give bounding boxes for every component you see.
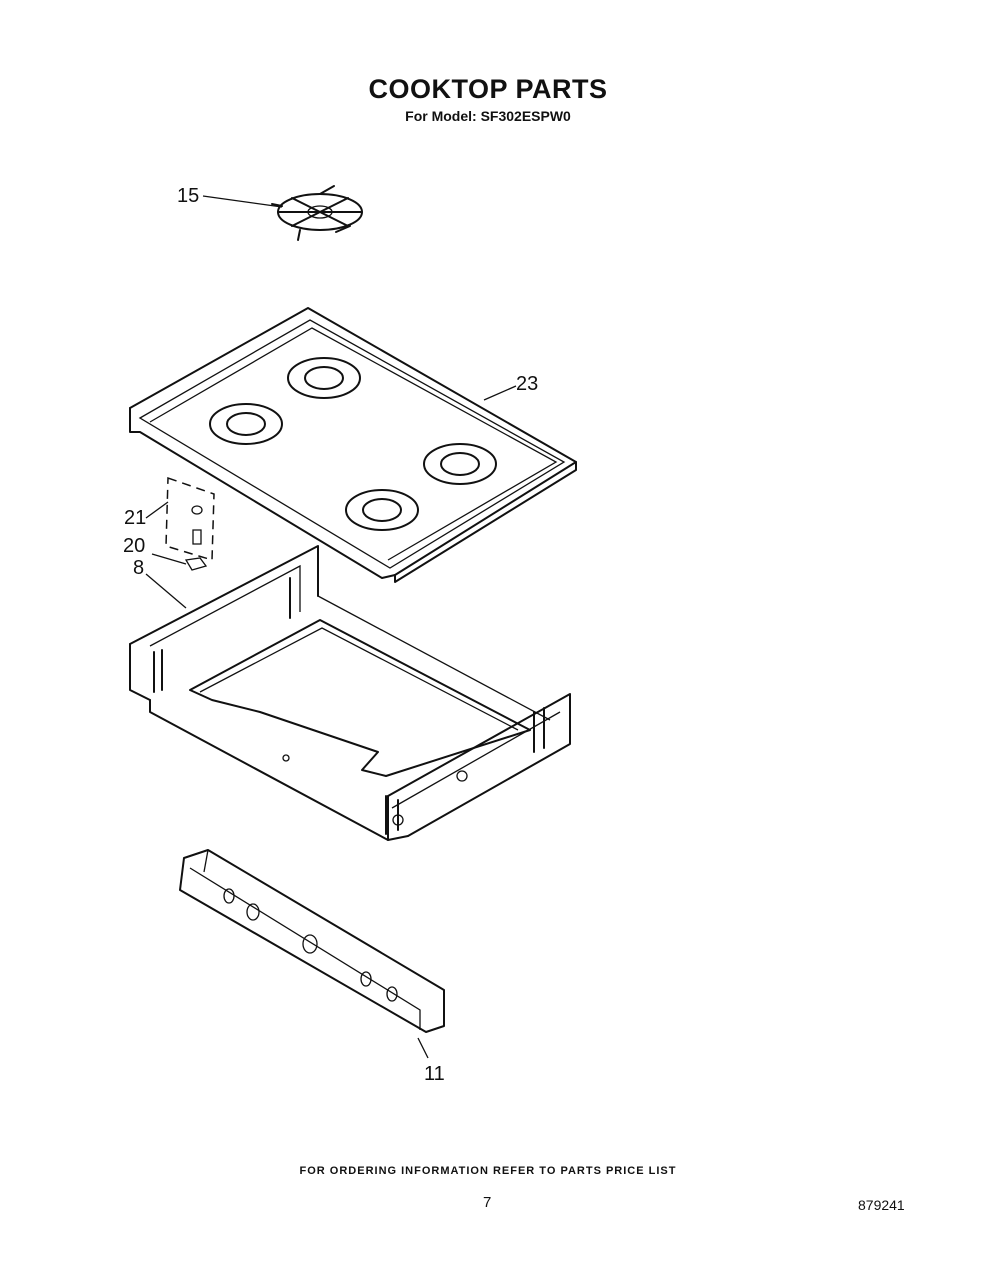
leader-part-21 [145,501,169,519]
leader-part-20 [151,553,187,565]
ordering-note: FOR ORDERING INFORMATION REFER TO PARTS … [299,1165,677,1177]
leader-cooktop [483,385,517,401]
callout-grate: 15 [177,185,199,207]
callout-part-21: 21 [124,507,146,529]
callout-control-panel: 11 [424,1063,445,1085]
document-number: 879241 [858,1197,905,1213]
leader-control-panel [417,1037,429,1059]
model-subtitle: For Model: SF302ESPW0 [405,108,571,124]
callout-burner-box: 8 [133,557,144,579]
cooktop-part [129,307,577,583]
leader-grate [202,195,283,208]
page-title: COOKTOP PARTS [368,74,608,104]
burner-box-part [129,545,571,841]
page-number: 7 [483,1194,492,1211]
leader-burner-box [145,573,187,609]
control-panel-part [179,849,445,1033]
callout-part-20: 20 [123,535,145,557]
hardware-group [165,476,215,571]
callout-cooktop: 23 [516,373,538,395]
burner-grate-part [271,185,363,241]
